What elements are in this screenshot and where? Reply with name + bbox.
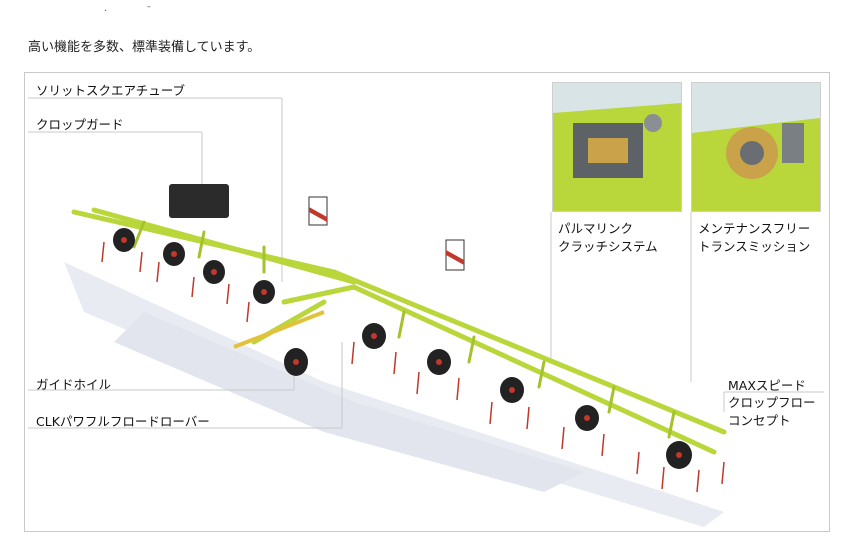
palmar-link-label: パルマリンク クラッチシステム [558, 221, 658, 254]
top-marks: · ˉ [104, 6, 170, 17]
tines [101, 241, 725, 493]
leader-lines [28, 97, 824, 429]
crop-guard-panel [169, 184, 229, 218]
maintenance-free-inset-image [691, 82, 821, 212]
clk-driveline-label: CLKパワフルフロードローバー [36, 414, 210, 429]
ground-shadow [64, 262, 724, 527]
palmar-link-inset-image [552, 82, 682, 212]
hitch [233, 310, 325, 349]
warning-signs [308, 196, 465, 271]
crop-flow-label: クロップフロー コンセプト [728, 395, 816, 428]
max-speed-label: MAXスピード [728, 378, 806, 393]
crop-guard-label: クロップガード [36, 117, 124, 132]
tedder-illustration [28, 97, 824, 527]
guide-wheel-label: ガイドホイル [36, 377, 112, 392]
page-heading: 高い機能を多数、標準装備しています。 [28, 40, 261, 55]
maintenance-free-label: メンテナンスフリー トランスミッション [698, 221, 811, 254]
solid-square-tube-label: ソリットスクエアチューブ [36, 83, 186, 98]
